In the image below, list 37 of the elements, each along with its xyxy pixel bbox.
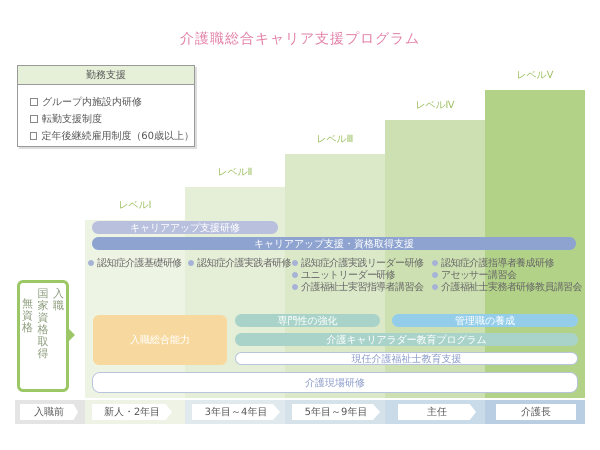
course-item: 認知症介護実践リーダー研修	[301, 256, 424, 270]
level-label: レベルⅡ	[216, 166, 254, 180]
level-label: レベルⅠ	[118, 199, 152, 213]
course-item: 介護福祉士実習指導者講習会	[301, 280, 424, 294]
stage-tab: 入職前	[20, 404, 78, 420]
course-item: 介護福祉士実務者研修教員講習会	[441, 280, 582, 294]
level-label: レベルⅤ	[516, 69, 554, 83]
stage-tab: 主任	[398, 404, 476, 420]
vertical-text: 無資格	[22, 298, 33, 336]
program-bar: 管理職の養成	[392, 314, 578, 327]
diagram-title: 介護職総合キャリア支援プログラム	[179, 30, 421, 48]
level-label: レベルⅣ	[414, 99, 456, 113]
list-item: グループ内施設内研修	[42, 96, 142, 109]
program-bar: 専門性の強化	[235, 314, 380, 327]
stage-tab: 3年目～4年目	[192, 404, 280, 420]
program-bar: 介護キャリアラダー教育プログラム	[235, 333, 578, 346]
vertical-text: 入職	[53, 288, 64, 314]
program-bar: 介護現場研修	[92, 372, 578, 393]
program-bar: キャリアアップ支援研修	[92, 221, 278, 234]
level-label: レベルⅢ	[316, 133, 354, 147]
program-bar: 現任介護福祉士教育支援	[235, 352, 578, 365]
course-item: 認知症介護指導者養成研修	[441, 256, 554, 270]
list-item: 定年後継続雇用制度（60歳以上）	[41, 130, 194, 143]
list-item: 転勤支援制度	[42, 112, 102, 126]
entry-tab	[17, 280, 75, 392]
course-item: 認知症介護実践者研修	[197, 256, 292, 270]
program-bar: キャリアアップ支援・資格取得支援	[92, 237, 576, 250]
course-item: ユニットリーダー研修	[301, 269, 396, 282]
course-item: アセッサー講習会	[441, 268, 516, 282]
support-panel	[17, 65, 195, 147]
vertical-text: 国家資格取得	[38, 288, 48, 361]
program-block: 入職総合能力	[93, 315, 227, 365]
stage-tab: 介護長	[496, 404, 576, 420]
panel-heading: 勤務支援	[18, 66, 194, 85]
stage-tab: 新人・2年目	[92, 404, 172, 420]
course-item: 認知症介護基礎研修	[97, 256, 182, 270]
stage-tab: 5年目～9年目	[292, 404, 380, 420]
